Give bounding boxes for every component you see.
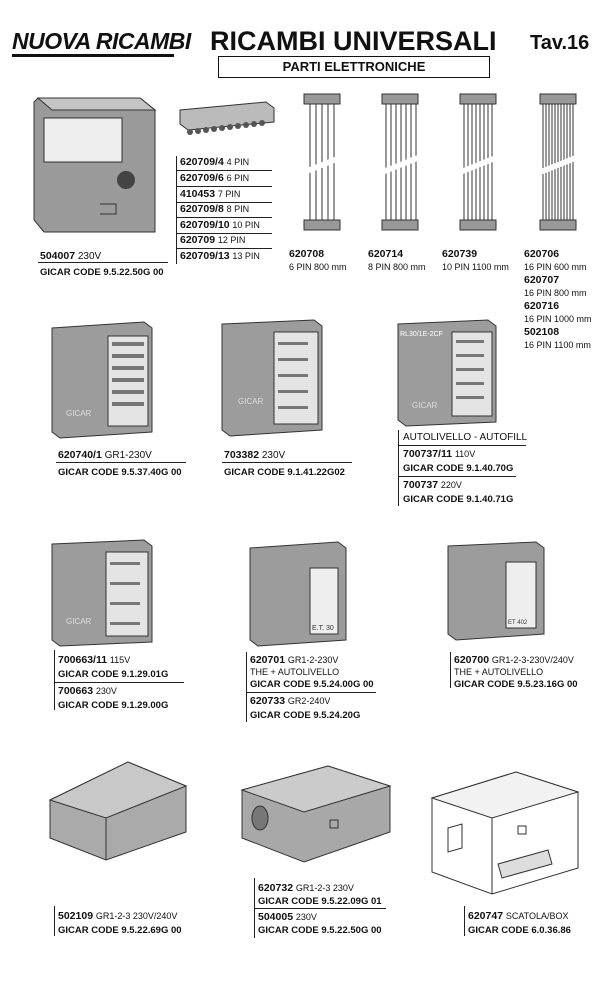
divider: [176, 156, 177, 264]
code-700663: GICAR CODE 9.1.29.00G: [58, 700, 169, 711]
product-image-620747: [430, 771, 580, 895]
code-700663-11: GICAR CODE 9.1.29.01G: [58, 669, 169, 680]
label-620733: 620733 GR2-240V: [250, 695, 331, 707]
device-logo: GICAR: [66, 409, 92, 418]
label-504005: 504005 230V: [258, 911, 317, 923]
label-620700: 620700 GR1-2-3-230V/240V: [454, 654, 574, 666]
label-620701: 620701 GR1-2-230V: [250, 654, 339, 666]
code-620700: GICAR CODE 9.5.23.16G 00: [454, 679, 578, 690]
product-image-cable-16pin: [538, 93, 578, 231]
device-label: ET 402: [508, 620, 528, 626]
label-700663-11: 700663/11 115V: [58, 654, 131, 666]
code-504005: GICAR CODE 9.5.22.50G 00: [258, 925, 382, 936]
code-700737-11: GICAR CODE 9.1.40.70G: [403, 463, 514, 474]
code-620701: GICAR CODE 9.5.24.00G 00: [250, 679, 374, 690]
page-title: RICAMBI UNIVERSALI: [210, 26, 497, 56]
product-image-620740: GICAR: [51, 321, 153, 439]
section-subtitle: PARTI ELETTRONICHE: [218, 56, 490, 78]
product-image-504007: [33, 97, 157, 233]
list-item: 620709/8 8 PIN: [180, 203, 250, 215]
code-703382: GICAR CODE 9.1.41.22G02: [224, 467, 345, 478]
list-item: 620709/4 4 PIN: [180, 156, 250, 168]
label-504007: 504007 230V: [40, 250, 102, 262]
list-item: 620709/13 13 PIN: [180, 250, 260, 262]
product-image-703382: GICAR: [221, 319, 323, 437]
code-502109: GICAR CODE 9.5.22.69G 00: [58, 925, 182, 936]
code-620732: GICAR CODE 9.5.22.09G 01: [258, 896, 382, 907]
product-image-700663: GICAR: [51, 539, 153, 647]
code-700737: GICAR CODE 9.1.40.71G: [403, 494, 514, 505]
table-number: Tav.16: [530, 32, 590, 54]
label-620747: 620747 SCATOLA/BOX: [468, 910, 569, 922]
device-logo: GICAR: [412, 401, 438, 410]
product-image-autolivello: RL30/1E-2CF GICAR: [397, 319, 497, 427]
label-700663: 700663 230V: [58, 685, 117, 697]
product-image-620700: ET 402: [447, 541, 545, 641]
label-620740: 620740/1 GR1-230V: [58, 449, 152, 461]
divider: [38, 262, 168, 263]
note-620700: THE + AUTOLIVELLO: [454, 667, 544, 677]
list-item: 620709/6 6 PIN: [180, 172, 250, 184]
label-620732: 620732 GR1-2-3 230V: [258, 882, 354, 894]
product-image-terminal-block: [179, 101, 275, 135]
label-700737: 700737 220V: [403, 479, 462, 491]
code-620733: GICAR CODE 9.5.24.20G: [250, 710, 361, 721]
code-620740: GICAR CODE 9.5.37.40G 00: [58, 467, 182, 478]
brand-logo: NUOVA RICAMBI: [12, 28, 191, 54]
product-image-cable-620714: [380, 93, 420, 231]
list-item: 620709/10 10 PIN: [180, 219, 260, 231]
label-700737-11: 700737/11 110V: [403, 448, 476, 460]
device-label: E.T. 30: [312, 625, 334, 632]
product-image-620701: E.T. 30: [249, 541, 347, 647]
device-logo: GICAR: [238, 397, 264, 406]
list-item: 410453 7 PIN: [180, 188, 241, 200]
product-image-502109: [48, 761, 188, 861]
product-image-620732: [240, 765, 392, 863]
code-620747: GICAR CODE 6.0.36.86: [468, 925, 571, 936]
device-label: RL30/1E-2CF: [400, 331, 443, 338]
product-image-cable-620739: [458, 93, 498, 231]
device-logo: GICAR: [66, 617, 92, 626]
label-502109: 502109 GR1-2-3 230V/240V: [58, 910, 178, 922]
note-620701: THE + AUTOLIVELLO: [250, 667, 340, 677]
autolivello-heading: AUTOLIVELLO - AUTOFILL: [403, 432, 528, 443]
list-item: 620709 12 PIN: [180, 234, 246, 246]
label-703382: 703382 230V: [224, 449, 286, 461]
brand-underline: [12, 54, 174, 57]
code-504007: GICAR CODE 9.5.22.50G 00: [40, 267, 164, 278]
product-image-cable-620708: [302, 93, 342, 231]
